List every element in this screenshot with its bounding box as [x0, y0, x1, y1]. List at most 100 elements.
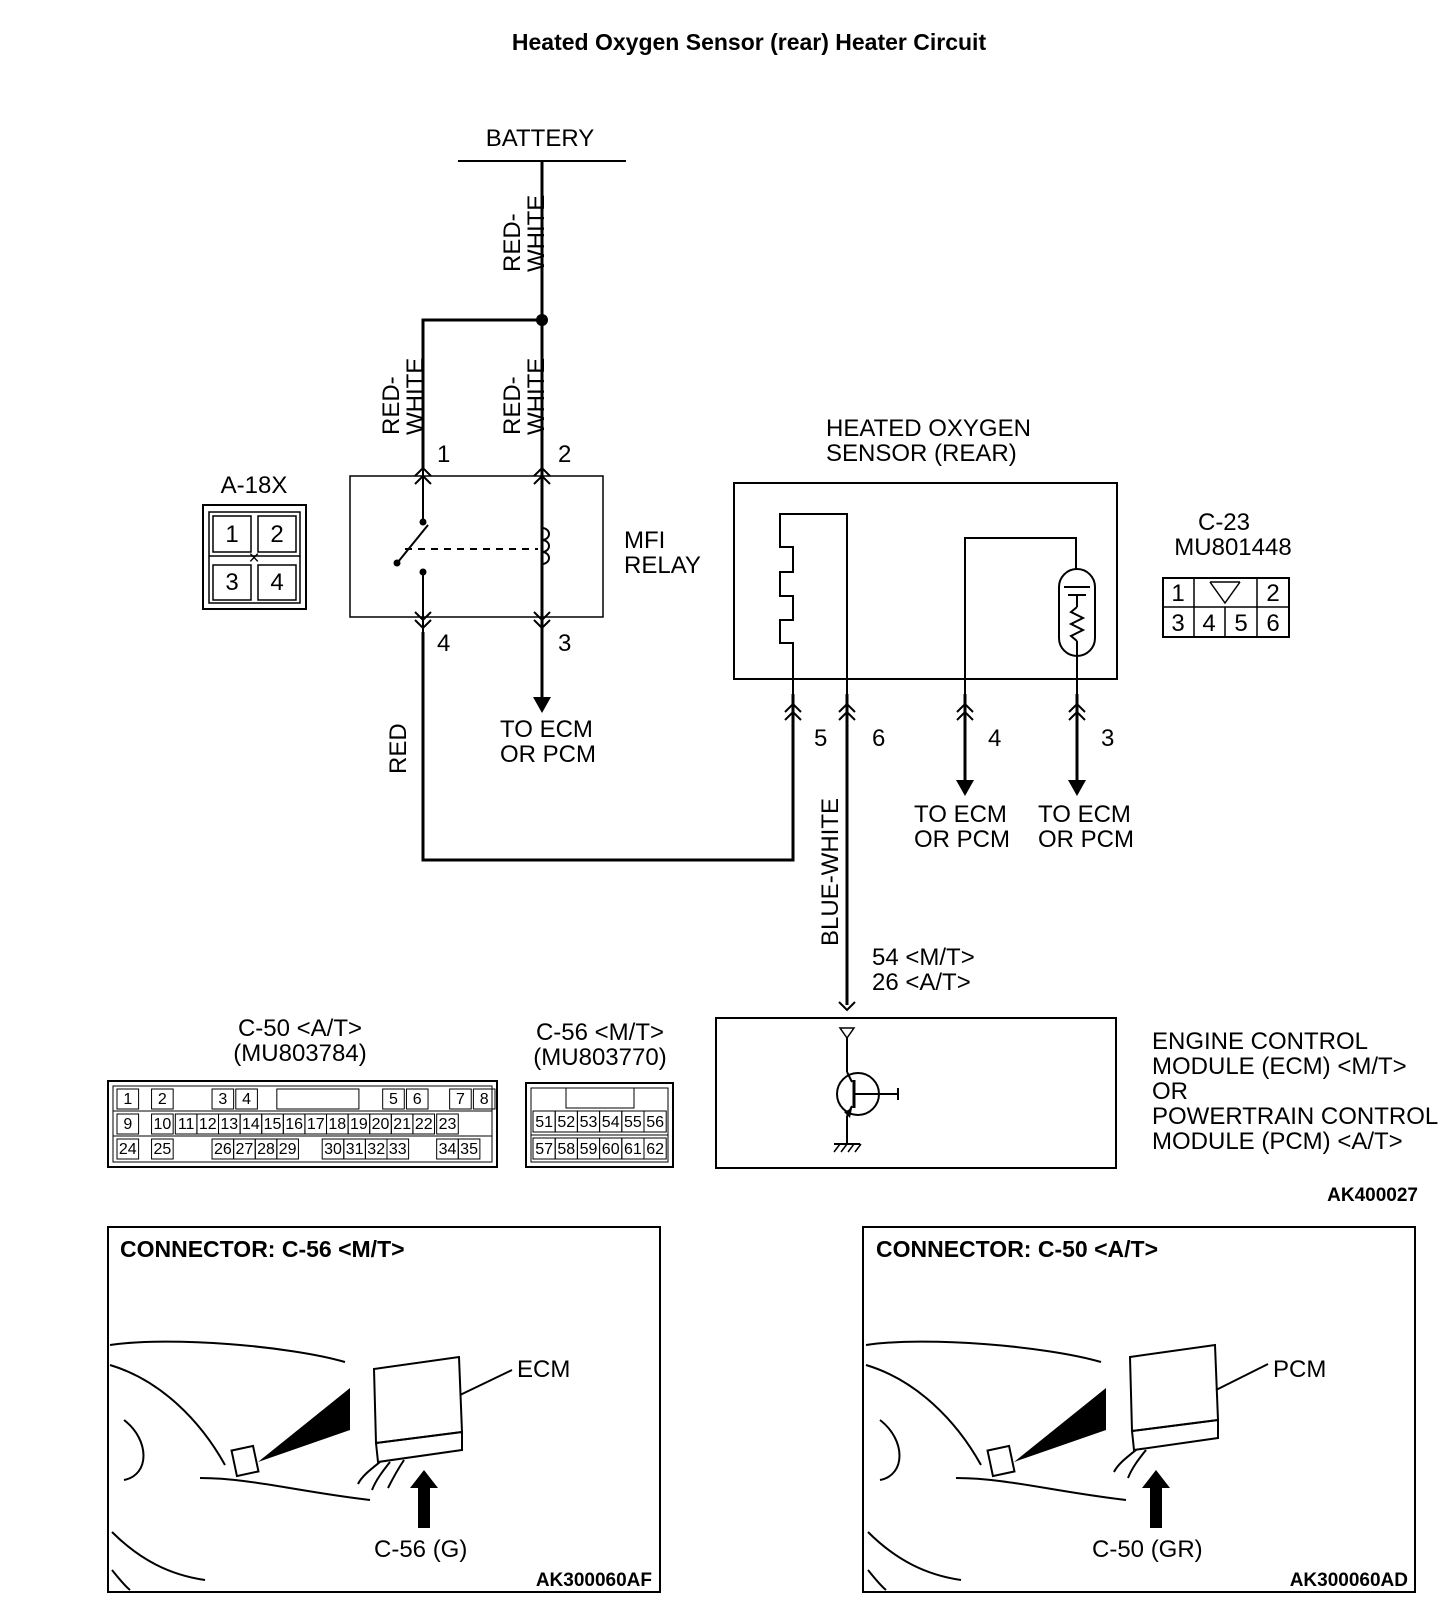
relay-pin-3: 3	[558, 630, 571, 657]
panel-c50-callout: C-50 (GR)	[1092, 1536, 1203, 1563]
connector-pin-label: 17	[307, 1116, 325, 1133]
connector-pin-cell	[276, 1138, 299, 1160]
connector-pin-cell	[449, 1088, 472, 1110]
connector-pin-cell	[211, 1088, 235, 1110]
connector-pin-label: 54	[602, 1114, 620, 1131]
svg-text:BLUE-WHITE: BLUE-WHITE	[817, 798, 844, 946]
svg-text:1: 1	[1171, 580, 1184, 607]
svg-text:4: 4	[1202, 610, 1215, 637]
sensor-element-icon	[1058, 568, 1096, 694]
connector-pin-cell	[405, 1088, 429, 1110]
connector-pin-label: 60	[602, 1141, 620, 1158]
c50-label-1: C-50 <A/T>	[238, 1015, 362, 1042]
connector-pin-cell	[436, 1113, 459, 1135]
connector-pin-label: 61	[624, 1141, 642, 1158]
panel-c50-title: CONNECTOR: C-50 <A/T>	[876, 1236, 1158, 1262]
svg-text:3: 3	[225, 569, 238, 596]
connector-pin-cell	[412, 1113, 436, 1135]
connector-pin-label: 14	[242, 1116, 260, 1133]
battery-label: BATTERY	[486, 125, 594, 152]
connector-pin-label: 27	[236, 1141, 254, 1158]
ecm-terminal-mt: 54 <M/T>	[872, 944, 975, 971]
connector-pin-label: 12	[199, 1116, 217, 1133]
svg-text:3: 3	[1171, 610, 1184, 637]
ecm-label-1: ENGINE CONTROL	[1152, 1028, 1368, 1055]
connector-pin-cell	[235, 1088, 258, 1110]
connector-pin-cell	[472, 1088, 496, 1110]
panel-c56-code: AK300060AF	[536, 1570, 652, 1591]
connector-pin-label: 35	[460, 1141, 478, 1158]
sensor-pin4-arrow	[956, 780, 974, 796]
heater-element-icon	[779, 513, 848, 694]
mfi-relay-label-1: MFI	[624, 527, 665, 554]
svg-text:1: 1	[225, 521, 238, 548]
connector-pin-label: 30	[324, 1141, 342, 1158]
relay-to-ecm-2: OR PCM	[500, 741, 596, 768]
sensor-pin3-to-ecm-1: TO ECM	[1038, 801, 1131, 828]
sensor-pin3-arrow	[1068, 780, 1086, 796]
connector-pin-label: 1	[123, 1091, 132, 1108]
connector-pin-label: 59	[580, 1141, 598, 1158]
c23-label-1: C-23	[1198, 509, 1250, 536]
connector-pin-label: 2	[158, 1091, 167, 1108]
connector-pin-label: 51	[535, 1114, 553, 1131]
connector-pin-label: 28	[257, 1141, 275, 1158]
a18x-connector-face: × 1 2 3 4	[202, 504, 307, 610]
ecm-box	[715, 1017, 1117, 1169]
sensor-signal-wire	[964, 537, 1077, 694]
connector-pin-label: 56	[646, 1114, 664, 1131]
connector-pin-label: 16	[285, 1116, 303, 1133]
connector-pin-cell	[116, 1088, 140, 1110]
ecm-connector-mark	[838, 1001, 856, 1012]
connector-pin-cell	[116, 1113, 140, 1135]
ecm-label-2: MODULE (ECM) <M/T>	[1152, 1053, 1407, 1080]
connector-pin-label: 53	[580, 1114, 598, 1131]
c56-label-1: C-56 <M/T>	[536, 1019, 664, 1046]
connector-pin-label: 52	[557, 1114, 575, 1131]
sensor-connector-marks	[784, 702, 1086, 721]
ecm-terminal-at: 26 <A/T>	[872, 969, 971, 996]
relay-pin-2: 2	[558, 441, 571, 468]
connector-pin-cell	[643, 1137, 667, 1160]
connector-pin-label: 57	[535, 1141, 553, 1158]
figure-code: AK400027	[1327, 1185, 1418, 1206]
connector-pin-label: 24	[119, 1141, 137, 1158]
connector-pin-label: 19	[350, 1116, 368, 1133]
connector-pin-label: 22	[415, 1116, 433, 1133]
connector-pin-label: 3	[218, 1091, 227, 1108]
connector-pin-cell	[382, 1088, 405, 1110]
sensor-pin4-to-ecm-2: OR PCM	[914, 826, 1010, 853]
a18x-label: A-18X	[221, 472, 288, 499]
svg-text:2: 2	[270, 521, 283, 548]
sensor-box	[733, 482, 1118, 680]
connector-pin-cell	[151, 1088, 174, 1110]
connector-pin-label: 23	[439, 1116, 457, 1133]
sensor-pin-4: 4	[988, 725, 1001, 752]
panel-c56-callout: C-56 (G)	[374, 1536, 467, 1563]
ecm-label-4: POWERTRAIN CONTROL	[1152, 1103, 1438, 1130]
wire-label-blue-white: BLUE-WHITE	[817, 798, 844, 946]
wire-label-red-white-pin1: RED- WHITE	[378, 358, 429, 435]
connector-pin-label: 5	[389, 1091, 398, 1108]
relay-coil-icon	[541, 527, 550, 565]
c23-connector-face: 1 2 3 4 5 6	[1162, 577, 1290, 638]
relay-pin-1: 1	[437, 441, 450, 468]
connector-key	[276, 1088, 360, 1110]
connector-panel-c56: CONNECTOR: C-56 <M/T> ECM C-56 (G) AK300…	[107, 1226, 661, 1593]
connector-pin-label: 32	[367, 1141, 385, 1158]
connector-pin-label: 4	[242, 1091, 251, 1108]
red-wire	[421, 632, 795, 862]
connector-pin-label: 31	[346, 1141, 364, 1158]
connector-pin-label: 55	[624, 1114, 642, 1131]
sensor-pin-3: 3	[1101, 725, 1114, 752]
wire-label-red: RED	[385, 723, 412, 774]
sensor-label-2: SENSOR (REAR)	[826, 440, 1017, 467]
relay-pin1-wire	[421, 318, 542, 470]
connector-pin-label: 33	[389, 1141, 407, 1158]
connector-pin-label: 10	[153, 1116, 171, 1133]
ecm-label-3: OR	[1152, 1078, 1188, 1105]
wire-label-red-white-top: RED- WHITE	[499, 195, 550, 272]
